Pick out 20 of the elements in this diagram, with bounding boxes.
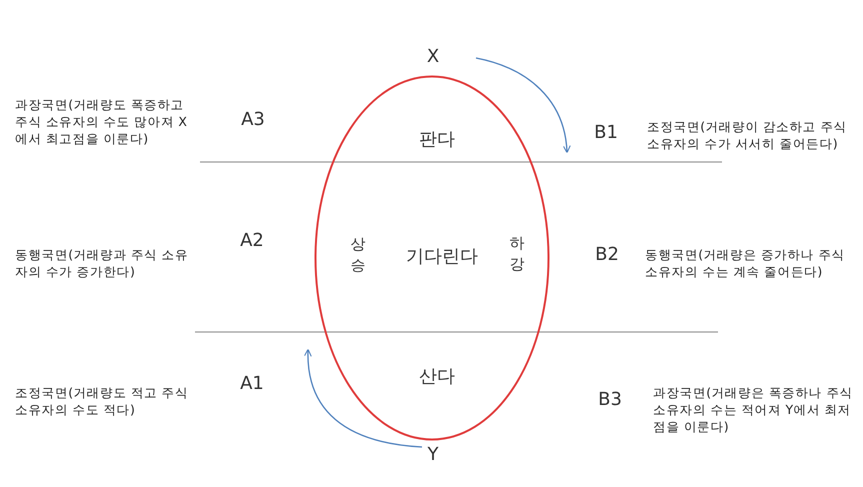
phase-description: 조정국면(거래량이 감소하고 주식 소유자의 수가 서서히 줄어든다) (647, 118, 848, 152)
phase-description: 과장국면(거래량도 폭증하고 주식 소유자의 수도 많아져 X에서 최고점을 이룬다) (15, 96, 188, 147)
phase-code: B1 (594, 122, 618, 144)
trough-point-label: Y (428, 444, 438, 466)
phase-code: A3 (241, 109, 265, 131)
peak-point-label: X (426, 46, 440, 68)
phase-description: 조정국면(거래량도 적고 주식 소유자의 수도 적다) (15, 384, 190, 418)
phase-code: A1 (240, 373, 264, 395)
phase-description: 동행국면(거래량과 주식 소유자의 수가 증가한다) (15, 246, 190, 280)
phase-description: 과장국면(거래량은 폭증하나 주식 소유자의 수는 적어져 Y에서 최저점을 이룬다) (653, 384, 853, 435)
sell-text: 판다 (419, 129, 455, 151)
rise-text: 상승 (350, 234, 366, 276)
wait-text: 기다린다 (406, 246, 478, 268)
phase-description: 동행국면(거래량은 증가하나 주식 소유자의 수는 계속 줄어든다) (645, 246, 846, 280)
cycle-ellipse (314, 75, 550, 441)
phase-code: B3 (598, 389, 622, 411)
buy-text: 산다 (419, 366, 455, 388)
phase-code: B2 (595, 244, 619, 266)
fall-text: 하강 (509, 233, 525, 275)
phase-code: A2 (240, 230, 264, 252)
